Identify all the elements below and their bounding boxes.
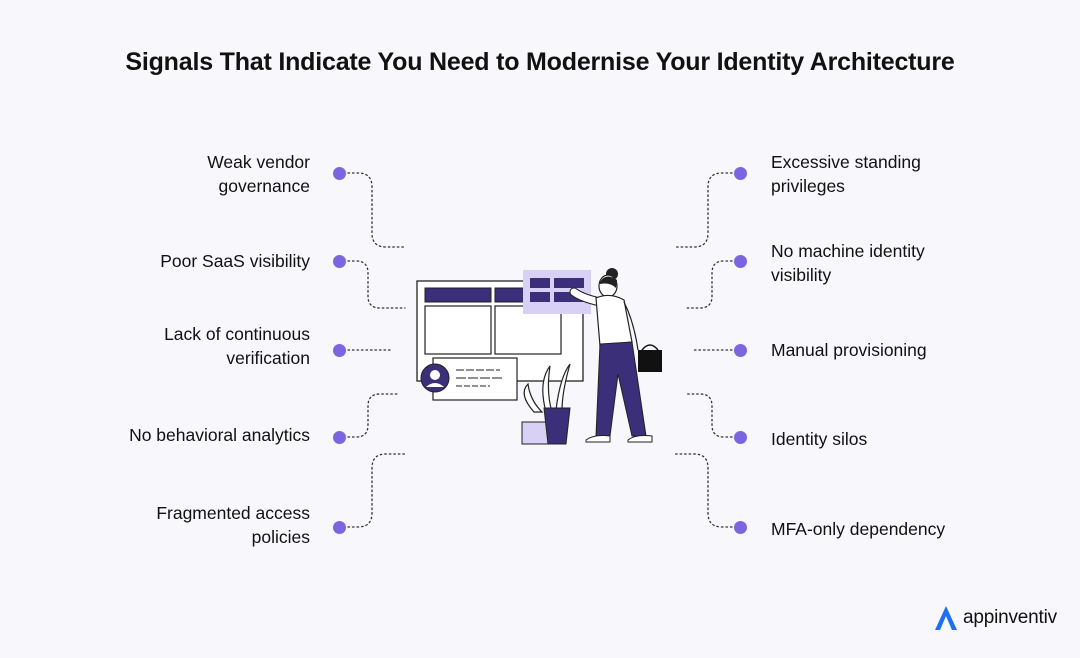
right-dot-3 bbox=[734, 344, 747, 357]
signal-lack-of-continuous-verification: Lack of continuous verification bbox=[164, 324, 310, 368]
right-dot-5 bbox=[734, 521, 747, 534]
signal-poor-saas-visibility: Poor SaaS visibility bbox=[160, 251, 310, 271]
signal-mfa-only-dependency: MFA-only dependency bbox=[771, 519, 946, 539]
floating-grid-card bbox=[523, 270, 591, 314]
right-dot-1 bbox=[734, 167, 747, 180]
signal-no-machine-identity-visibility: No machine identity visibility bbox=[771, 241, 925, 285]
left-dot-3 bbox=[333, 344, 346, 357]
page-title: Signals That Indicate You Need to Modern… bbox=[125, 48, 955, 76]
right-dot-4 bbox=[734, 431, 747, 444]
profile-card bbox=[420, 357, 518, 401]
potted-plant bbox=[521, 363, 571, 445]
connector-right-1 bbox=[674, 172, 733, 248]
left-dot-4 bbox=[333, 431, 346, 444]
signal-no-behavioral-analytics: No behavioral analytics bbox=[129, 425, 310, 445]
right-dot-2 bbox=[734, 255, 747, 268]
connector-left-4 bbox=[347, 393, 399, 438]
connector-right-2 bbox=[684, 260, 733, 309]
person-figure bbox=[569, 268, 662, 443]
connector-left-1 bbox=[347, 172, 406, 248]
signal-weak-vendor-governance: Weak vendor governance bbox=[207, 152, 310, 196]
signal-excessive-standing-privileges: Excessive standing privileges bbox=[771, 152, 921, 196]
connector-left-5 bbox=[347, 453, 406, 528]
connector-right-4 bbox=[684, 393, 733, 438]
connector-right-5 bbox=[674, 453, 733, 528]
left-dot-2 bbox=[333, 255, 346, 268]
left-dot-5 bbox=[333, 521, 346, 534]
central-illustration bbox=[416, 268, 662, 445]
brand-logo: appinventiv bbox=[933, 604, 1057, 632]
appinventiv-logo-icon bbox=[935, 606, 957, 630]
signal-fragmented-access-policies: Fragmented access policies bbox=[156, 503, 310, 547]
signal-identity-silos: Identity silos bbox=[771, 429, 868, 449]
left-dot-1 bbox=[333, 167, 346, 180]
connector-left-2 bbox=[347, 260, 406, 309]
brand-name: appinventiv bbox=[963, 607, 1057, 628]
signal-manual-provisioning: Manual provisioning bbox=[771, 340, 927, 360]
